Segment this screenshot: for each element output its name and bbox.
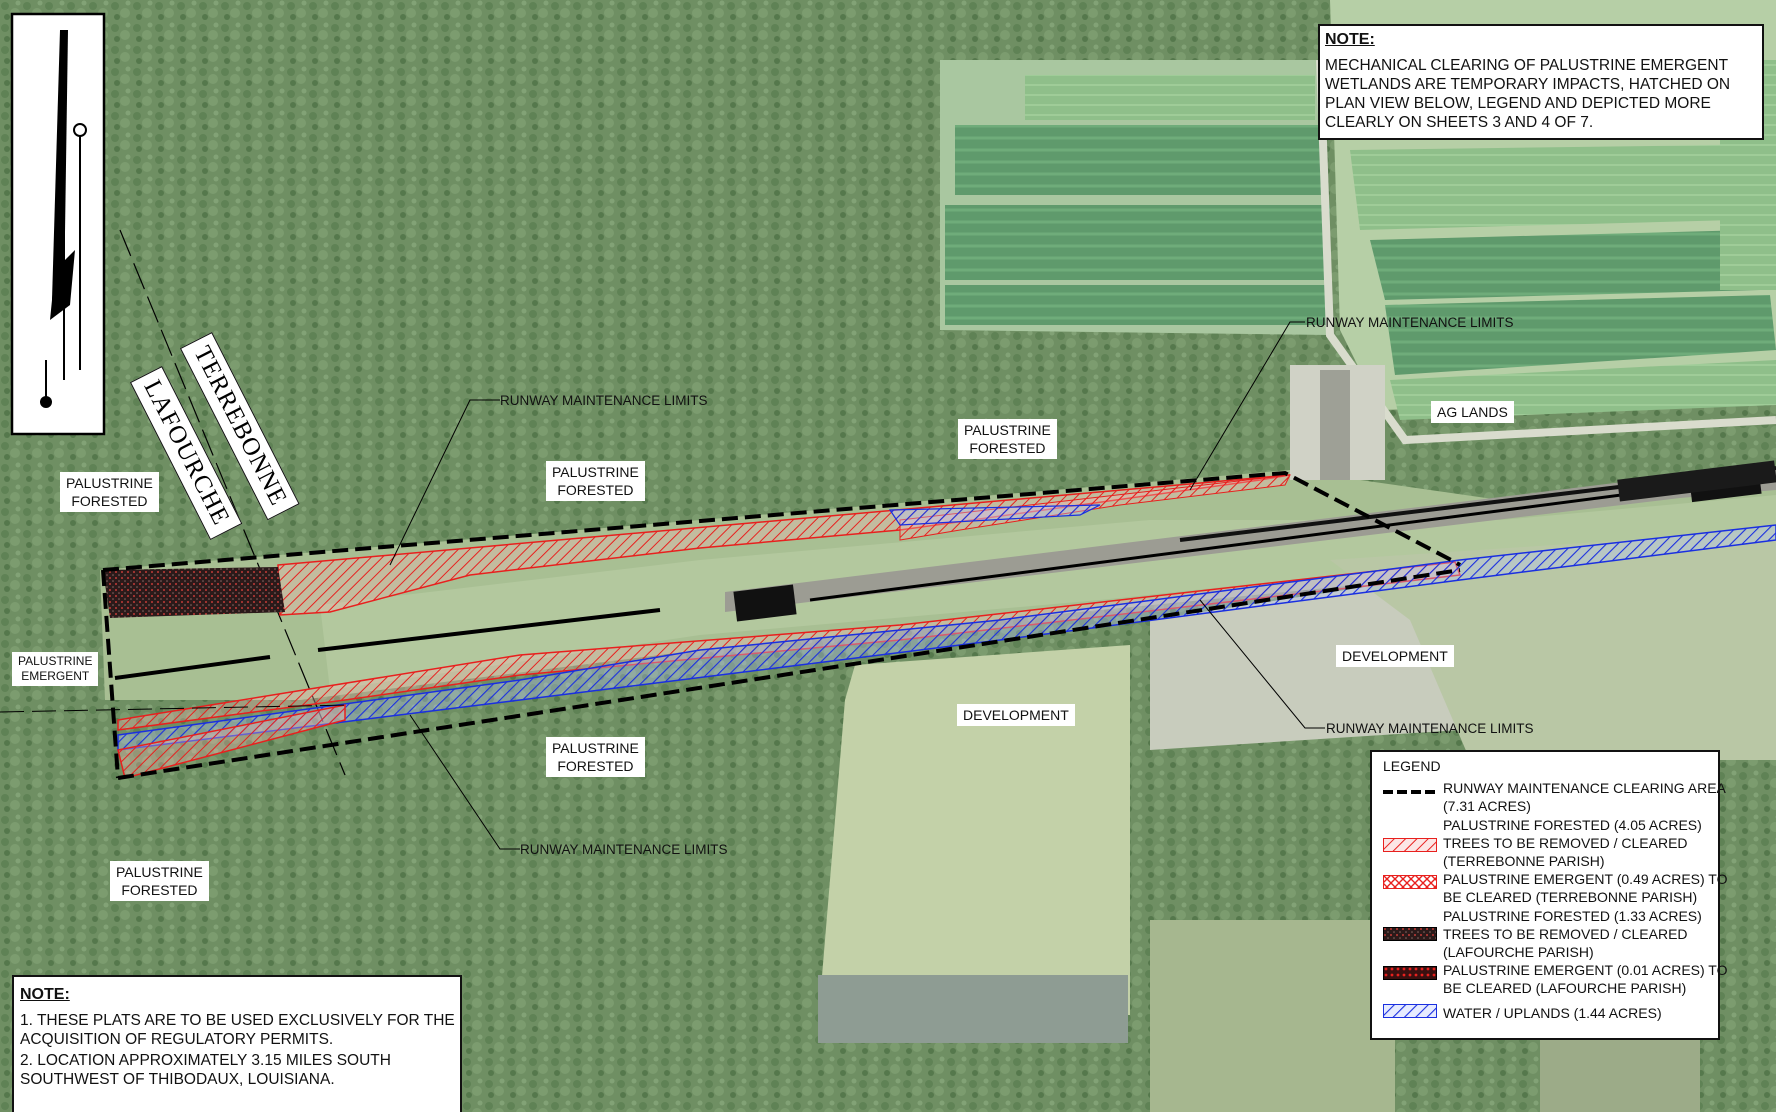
legend-swatch-pe-terrebonne: [1383, 875, 1437, 889]
leader-1: [389, 399, 500, 566]
area-label-pf-north-east: PALUSTRINE FORESTED: [958, 419, 1057, 459]
legend-text-pf-lafourche: PALUSTRINE FORESTED (1.33 ACRES) TREES T…: [1443, 908, 1702, 960]
fill-north-lafourche: [103, 567, 285, 618]
legend-item-clearing: RUNWAY MAINTENANCE CLEARING AREA (7.31 A…: [1383, 779, 1733, 815]
north-arrow-icon: [10, 12, 106, 436]
parish-boundary-line: [119, 229, 346, 776]
note-bottom-title: NOTE:: [20, 986, 70, 1003]
area-label-ag-lands: AG LANDS: [1431, 401, 1514, 423]
callout-runway-limits-4: RUNWAY MAINTENANCE LIMITS: [520, 842, 728, 857]
callout-runway-limits-1: RUNWAY MAINTENANCE LIMITS: [500, 393, 708, 408]
clearing-area-boundary: [102, 470, 1462, 572]
area-label-pf-north-center: PALUSTRINE FORESTED: [546, 461, 645, 501]
legend-item-pf-terrebonne: PALUSTRINE FORESTED (4.05 ACRES) TREES T…: [1383, 816, 1733, 870]
legend-item-water: WATER / UPLANDS (1.44 ACRES): [1383, 1004, 1733, 1022]
leader-2: [1189, 321, 1305, 491]
legend-swatch-pf-lafourche: [1383, 927, 1437, 941]
legend-text-pf-terrebonne: PALUSTRINE FORESTED (4.05 ACRES) TREES T…: [1443, 817, 1702, 869]
leader-3: [1199, 599, 1325, 729]
note-top-text: MECHANICAL CLEARING OF PALUSTRINE EMERGE…: [1325, 57, 1731, 131]
legend-text-pe-terrebonne: PALUSTRINE EMERGENT (0.49 ACRES) TO BE C…: [1443, 871, 1728, 905]
area-label-pf-west: PALUSTRINE FORESTED: [60, 472, 159, 512]
note-bottom-line2: 2. LOCATION APPROXIMATELY 3.15 MILES SOU…: [20, 1052, 391, 1088]
legend-swatch-water: [1383, 1004, 1437, 1018]
runway-centerline-west: [317, 608, 661, 652]
area-label-pf-south-center: PALUSTRINE FORESTED: [546, 737, 645, 777]
legend-swatch-pf-terrebonne: [1383, 838, 1437, 852]
callout-runway-limits-3: RUNWAY MAINTENANCE LIMITS: [1326, 721, 1534, 736]
area-label-development-center: DEVELOPMENT: [957, 704, 1075, 726]
legend-swatch-clearing: [1383, 790, 1437, 794]
note-box-bottom: NOTE: 1. THESE PLATS ARE TO BE USED EXCL…: [12, 975, 462, 1112]
legend-title: LEGEND: [1383, 758, 1441, 774]
legend-text-clearing: RUNWAY MAINTENANCE CLEARING AREA (7.31 A…: [1443, 780, 1726, 814]
development-areas: [818, 365, 1776, 1112]
note-box-top: NOTE: MECHANICAL CLEARING OF PALUSTRINE …: [1318, 24, 1764, 140]
legend-item-pf-lafourche: PALUSTRINE FORESTED (1.33 ACRES) TREES T…: [1383, 907, 1733, 961]
leader-4: [409, 714, 520, 850]
note-bottom-line1: 1. THESE PLATS ARE TO BE USED EXCLUSIVEL…: [20, 1012, 455, 1048]
legend-text-pe-lafourche: PALUSTRINE EMERGENT (0.01 ACRES) TO BE C…: [1443, 962, 1728, 996]
area-label-development-east: DEVELOPMENT: [1336, 645, 1454, 667]
legend-item-pe-lafourche: PALUSTRINE EMERGENT (0.01 ACRES) TO BE C…: [1383, 961, 1733, 997]
legend-swatch-pe-lafourche: [1383, 966, 1437, 980]
hatch-water-uplands: [117, 524, 1776, 751]
callout-runway-limits-2: RUNWAY MAINTENANCE LIMITS: [1306, 315, 1514, 330]
area-label-pf-south-west: PALUSTRINE FORESTED: [110, 861, 209, 901]
legend-text-water: WATER / UPLANDS (1.44 ACRES): [1443, 1005, 1662, 1021]
legend-box: LEGEND RUNWAY MAINTENANCE CLEARING AREA …: [1370, 750, 1727, 1040]
note-top-title: NOTE:: [1325, 31, 1375, 48]
area-label-pe-west: PALUSTRINE EMERGENT: [12, 652, 99, 686]
legend-item-pe-terrebonne: PALUSTRINE EMERGENT (0.49 ACRES) TO BE C…: [1383, 870, 1733, 906]
